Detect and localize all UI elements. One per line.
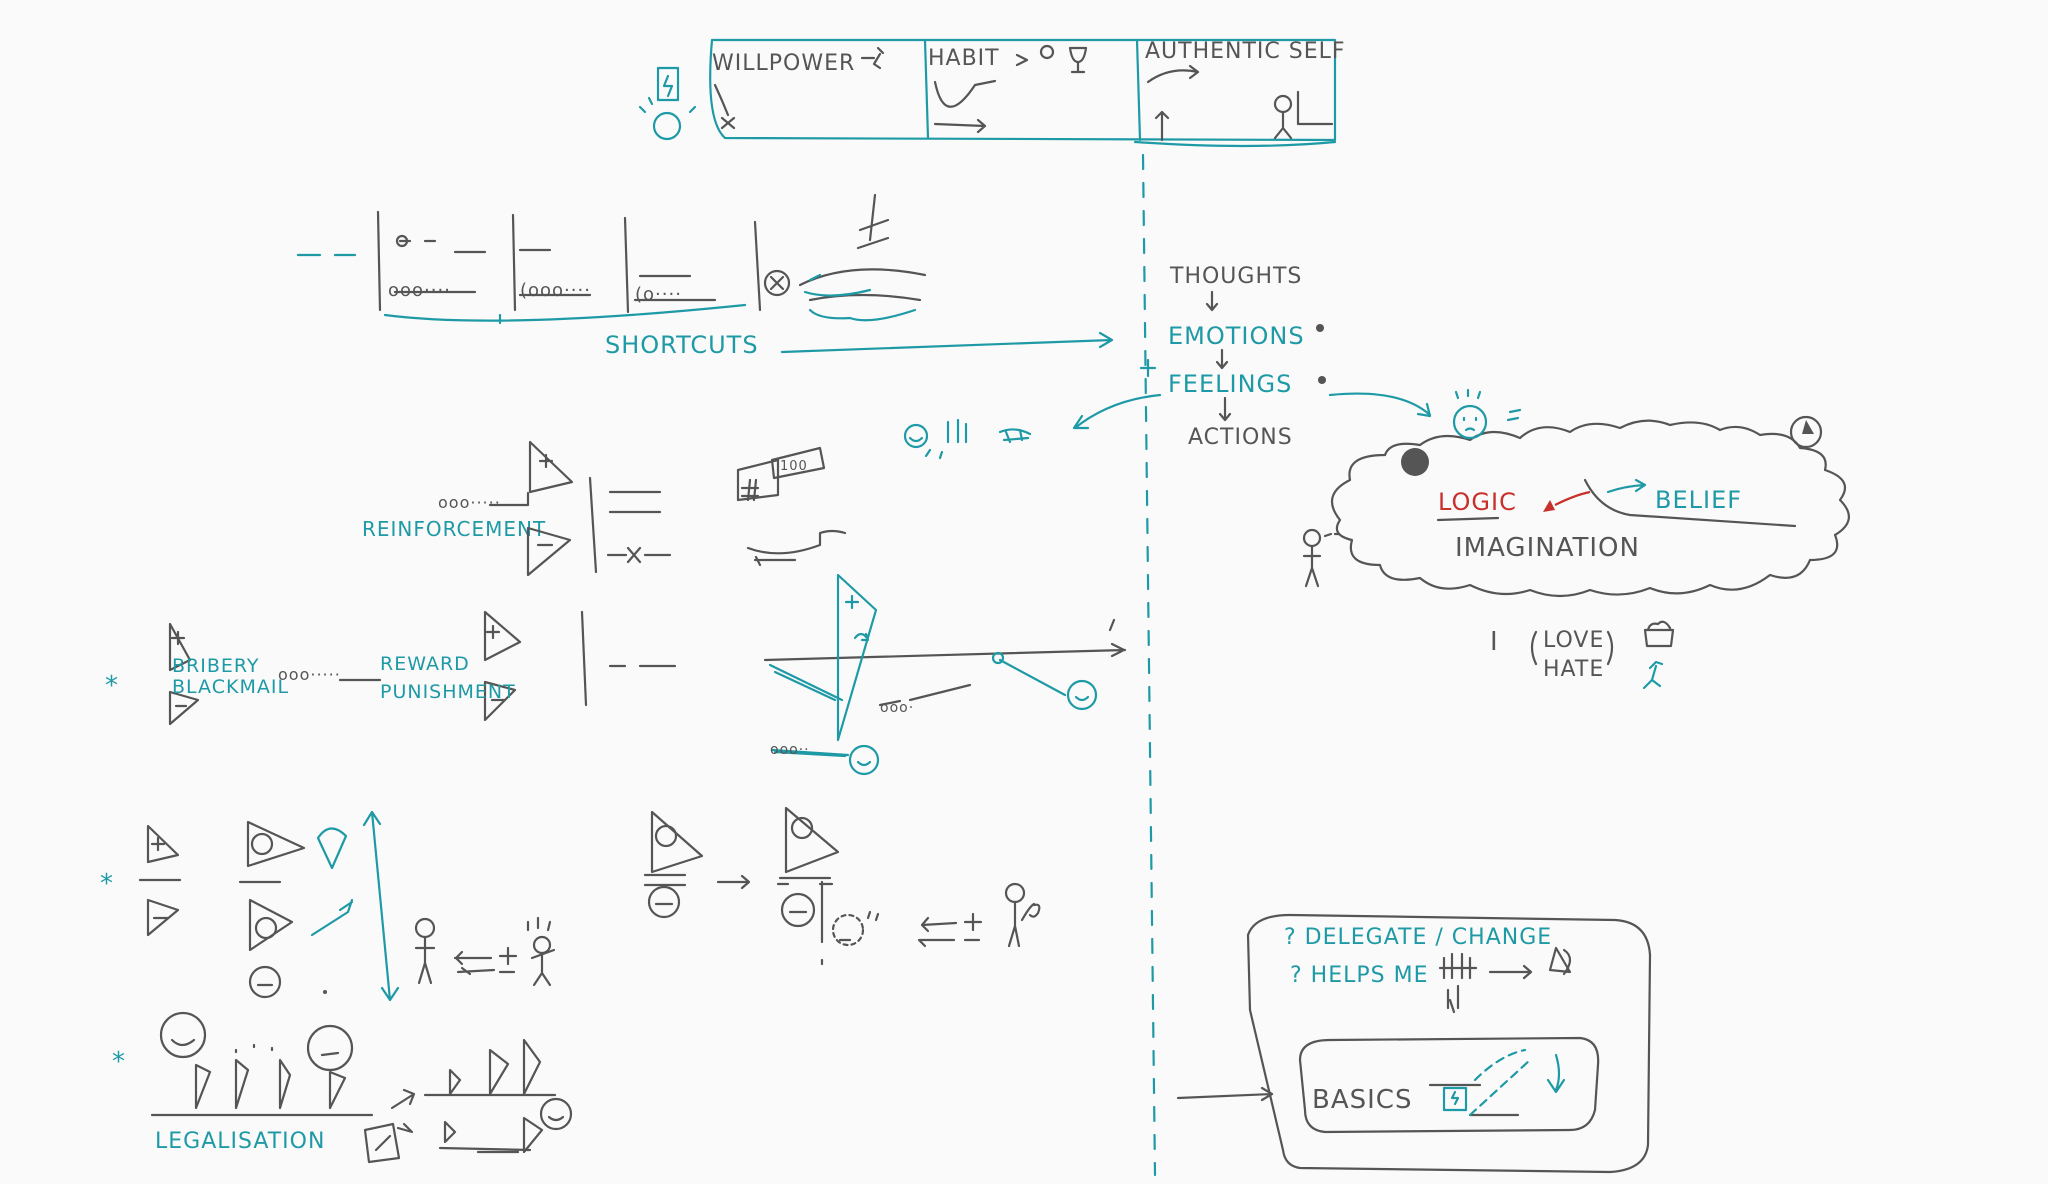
svg-text:ooo·····: ooo·····	[438, 493, 501, 512]
reward-label: REWARD	[380, 653, 470, 675]
logic-label: LOGIC	[1438, 488, 1517, 516]
ice-cream-icon	[316, 827, 348, 870]
actions-label: ACTIONS	[1188, 425, 1293, 450]
shortcuts-arrow	[780, 331, 1114, 354]
tool-icon	[746, 529, 847, 567]
svg-text:*: *	[112, 1047, 126, 1077]
arrow-to-cloud	[1328, 392, 1432, 418]
landscape-sketch	[798, 193, 927, 302]
red-arrow	[1543, 500, 1555, 512]
runner-icon	[860, 46, 885, 70]
blackmail-label: BLACKMAIL	[172, 676, 289, 698]
shortcuts-label: SHORTCUTS	[605, 331, 759, 359]
svg-text:*: *	[100, 869, 114, 899]
teal-smiley-right	[1066, 679, 1098, 711]
sad-face-icon	[1401, 448, 1429, 476]
top-table: WILLPOWER HABIT AUTHENTIC SELF	[638, 38, 1346, 1177]
helps-me-label: ? HELPS ME	[1290, 963, 1428, 988]
teal-plus-flag	[836, 573, 878, 742]
teal-person-icon	[1642, 660, 1664, 690]
love-hate-section: I LOVE HATE	[1490, 620, 1675, 690]
belief-label: BELIEF	[1655, 486, 1742, 514]
person-icon	[1039, 44, 1055, 60]
emotions-label: EMOTIONS	[1168, 322, 1305, 350]
imagination-label: IMAGINATION	[1455, 533, 1640, 563]
authentic-self-label: AUTHENTIC SELF	[1145, 39, 1346, 64]
teal-happy-face	[848, 744, 880, 776]
battery-icon	[638, 66, 697, 141]
hate-label: HATE	[1543, 657, 1604, 682]
emotion-flow: THOUGHTS EMOTIONS FEELINGS ACTIONS	[903, 264, 1432, 460]
svg-text:100: 100	[780, 459, 808, 474]
reinforcement-label: REINFORCEMENT	[362, 517, 546, 541]
delegate-label: ? DELEGATE / CHANGE	[1284, 925, 1552, 950]
i-label: I	[1490, 627, 1499, 657]
willpower-label: WILLPOWER	[712, 51, 855, 76]
svg-text:(ooo····: (ooo····	[520, 280, 591, 301]
svg-text:*: *	[105, 671, 119, 701]
person-mirror-icon	[1273, 94, 1293, 114]
bribery-label: BRIBERY	[172, 655, 259, 677]
punishment-label: PUNISHMENT	[380, 681, 516, 703]
svg-text:ooo·: ooo·	[880, 700, 914, 716]
svg-text:ooo····: ooo····	[388, 280, 451, 301]
group-figures-icon	[1438, 952, 1478, 1014]
cake-icon	[1643, 620, 1675, 648]
battery-small-icon	[1442, 1086, 1468, 1112]
shortcuts-section: ooo···· (ooo···· (o···· SHORTCUTS	[296, 193, 1114, 359]
feelings-label: FEELINGS	[1168, 370, 1292, 398]
arrow-to-faces	[1072, 393, 1162, 430]
reinforcement-section: ooo····· REINFORCEMENT 100	[362, 440, 847, 577]
vertical-divider	[1141, 153, 1157, 1177]
plus-flag	[528, 440, 574, 494]
legalisation-label: LEGALISATION	[155, 1129, 325, 1154]
tennis-player-icon	[1007, 900, 1041, 948]
document-icon	[363, 1122, 401, 1164]
happy-face-icon	[1789, 415, 1823, 449]
smiley-icon	[903, 423, 929, 449]
cycle-icon	[1548, 946, 1572, 976]
carrot-icon	[310, 898, 354, 937]
thoughts-label: THOUGHTS	[1169, 264, 1302, 289]
svg-text:ooo··: ooo··	[770, 742, 810, 758]
basics-label: BASICS	[1312, 1085, 1412, 1115]
stick-figure-thinking	[1302, 528, 1341, 588]
imagination-cloud: LOGIC BELIEF IMAGINATION	[1302, 388, 1850, 598]
group-icon	[998, 428, 1032, 444]
basics-box: ? DELEGATE / CHANGE ? HELPS ME BASICS	[1176, 913, 1652, 1174]
habit-label: HABIT	[928, 46, 1000, 71]
minus-flag	[526, 526, 572, 577]
middle-flags-section	[643, 806, 1041, 966]
svg-text:(o····: (o····	[635, 284, 682, 305]
money-icon: 100	[736, 446, 826, 502]
svg-text:ooo·····: ooo·····	[278, 665, 341, 684]
flags-food-section: *	[100, 810, 556, 1002]
surprised-face-icon	[1452, 404, 1488, 440]
love-label: LOVE	[1543, 628, 1604, 653]
bribery-reward-section: * BRIBERY BLACKMAIL ooo····· REWARD PUNI…	[105, 573, 1127, 776]
legalisation-section: * LEGALISATION	[112, 1011, 573, 1164]
trophy-icon	[1068, 46, 1088, 74]
